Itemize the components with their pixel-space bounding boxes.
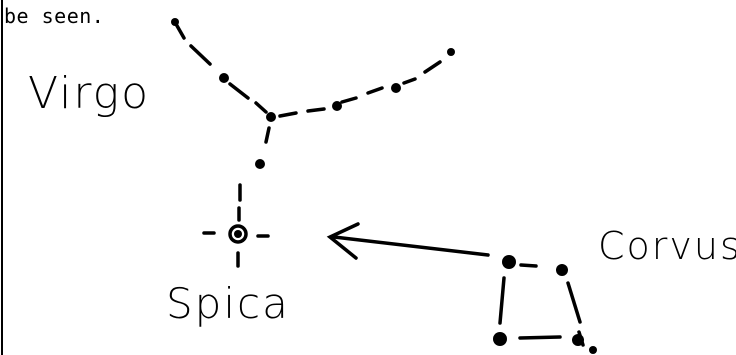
pointer-arrow (326, 222, 490, 260)
corvus-star (502, 255, 516, 269)
virgo-line (264, 126, 271, 144)
spica-core (234, 230, 242, 238)
caption-fragment: be seen. (4, 4, 105, 28)
spica-star-marker (202, 224, 270, 268)
virgo-line (228, 82, 250, 100)
virgo-star (266, 112, 276, 122)
spica-star (228, 224, 248, 244)
corvus-label: Corvus (598, 224, 736, 268)
corvus-star (493, 332, 507, 346)
virgo-label: Virgo (28, 68, 150, 119)
virgo-constellation (171, 18, 455, 222)
virgo-line (174, 22, 186, 40)
virgo-line (278, 111, 298, 118)
corvus-line (498, 276, 506, 325)
arrow-head (326, 222, 360, 260)
virgo-line (366, 86, 384, 95)
corvus-star (572, 334, 584, 346)
virgo-line (423, 60, 442, 74)
corvus-star (556, 264, 568, 276)
virgo-star (391, 83, 401, 93)
virgo-star (171, 18, 179, 26)
virgo-line (306, 107, 326, 113)
virgo-line (402, 77, 417, 85)
spica-label: Spica (166, 279, 290, 328)
margin-rule (1, 0, 3, 355)
virgo-star (332, 101, 342, 111)
virgo-line (189, 44, 212, 66)
corvus-line (518, 335, 562, 340)
corvus-star (589, 346, 597, 354)
corvus-line (519, 263, 538, 268)
virgo-line (340, 96, 358, 104)
corvus-constellation (493, 255, 597, 354)
virgo-star (219, 73, 229, 83)
virgo-star (255, 159, 265, 169)
arrow-shaft (332, 235, 490, 257)
virgo-star (447, 48, 455, 56)
corvus-line (566, 281, 582, 324)
virgo-line (254, 101, 268, 114)
